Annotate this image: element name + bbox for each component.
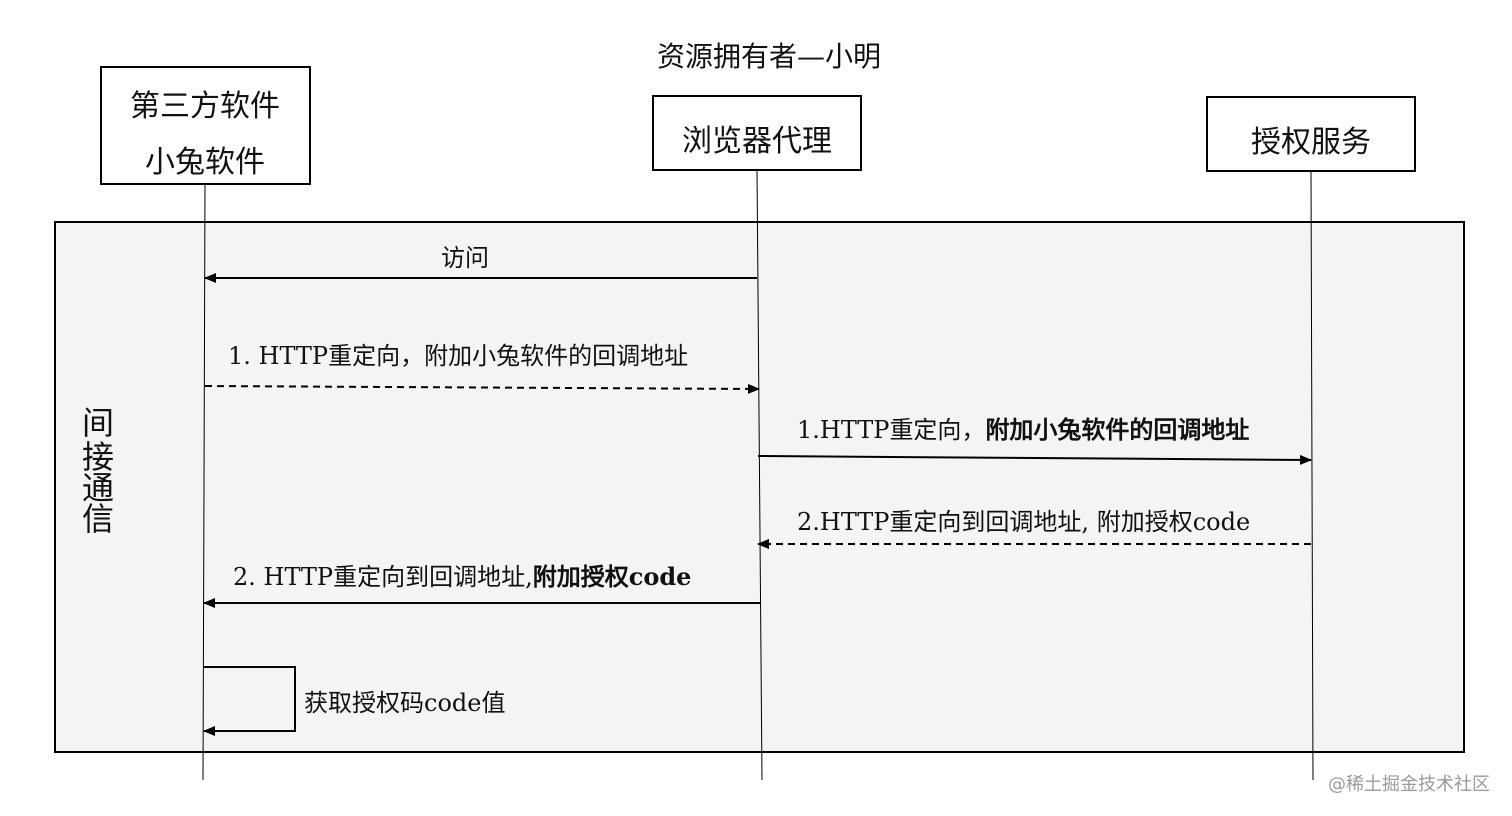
message-redirect-to-browser: 1. HTTP重定向，附加小兔软件的回调地址 — [204, 342, 760, 394]
frame-label-char-2: 接 — [82, 438, 114, 476]
message-redirect-to-authorization: 1.HTTP重定向，附加小兔软件的回调地址 — [757, 415, 1312, 465]
diagram-title: 资源拥有者—小明 — [657, 40, 881, 73]
message-redirect-to-third-party-label-prefix: 2. HTTP重定向到回调地址, — [233, 563, 533, 591]
message-redirect-to-third-party: 2. HTTP重定向到回调地址,附加授权code — [203, 562, 760, 608]
message-redirect-to-authorization-label-prefix: 1.HTTP重定向， — [797, 416, 985, 444]
participant-authorization-service: 授权服务 — [1206, 96, 1416, 172]
frame-label-char-1: 间 — [82, 404, 114, 442]
participant-name-authorization: 授权服务 — [1251, 125, 1371, 160]
lifeline-browser — [756, 169, 763, 781]
message-redirect-to-browser-arrow — [204, 383, 760, 394]
message-self-get-code-arrow — [203, 666, 296, 736]
lifeline-authorization — [1310, 170, 1314, 781]
message-redirect-to-third-party-label-bold: 附加授权code — [533, 562, 692, 591]
participant-box-third-party — [100, 66, 311, 185]
participant-box-authorization — [1206, 96, 1416, 172]
participant-box-browser — [652, 95, 862, 171]
message-redirect-to-authorization-label: 1.HTTP重定向，附加小兔软件的回调地址 — [797, 415, 1249, 444]
message-redirect-to-third-party-label: 2. HTTP重定向到回调地址,附加授权code — [233, 562, 691, 591]
message-redirect-to-authorization-arrow — [757, 454, 1312, 465]
frame-label: 间 接 通 信 — [82, 404, 114, 538]
participant-name-browser: 浏览器代理 — [682, 124, 832, 159]
message-visit-label: 访问 — [441, 244, 489, 272]
message-return-code-to-browser: 2.HTTP重定向到回调地址, 附加授权code — [757, 508, 1311, 549]
message-self-get-code-label: 获取授权码code值 — [304, 689, 505, 717]
participant-name-third-party: 第三方软件 — [130, 89, 280, 124]
watermark: @稀土掘金技术社区 — [1328, 774, 1490, 795]
frame-label-char-4: 信 — [82, 500, 114, 538]
participant-browser-agent: 浏览器代理 — [652, 95, 862, 171]
message-redirect-to-authorization-label-bold: 附加小兔软件的回调地址 — [985, 415, 1249, 444]
message-redirect-to-browser-label: 1. HTTP重定向，附加小兔软件的回调地址 — [228, 342, 688, 370]
participant-subname-third-party: 小兔软件 — [145, 145, 265, 180]
lifeline-third-party — [202, 183, 206, 781]
message-visit: 访问 — [204, 244, 757, 283]
frame-label-char-3: 通 — [82, 469, 114, 507]
message-return-code-to-browser-label: 2.HTTP重定向到回调地址, 附加授权code — [797, 508, 1250, 536]
participant-third-party-software: 第三方软件 小兔软件 — [100, 66, 311, 185]
message-self-get-code: 获取授权码code值 — [203, 666, 505, 736]
